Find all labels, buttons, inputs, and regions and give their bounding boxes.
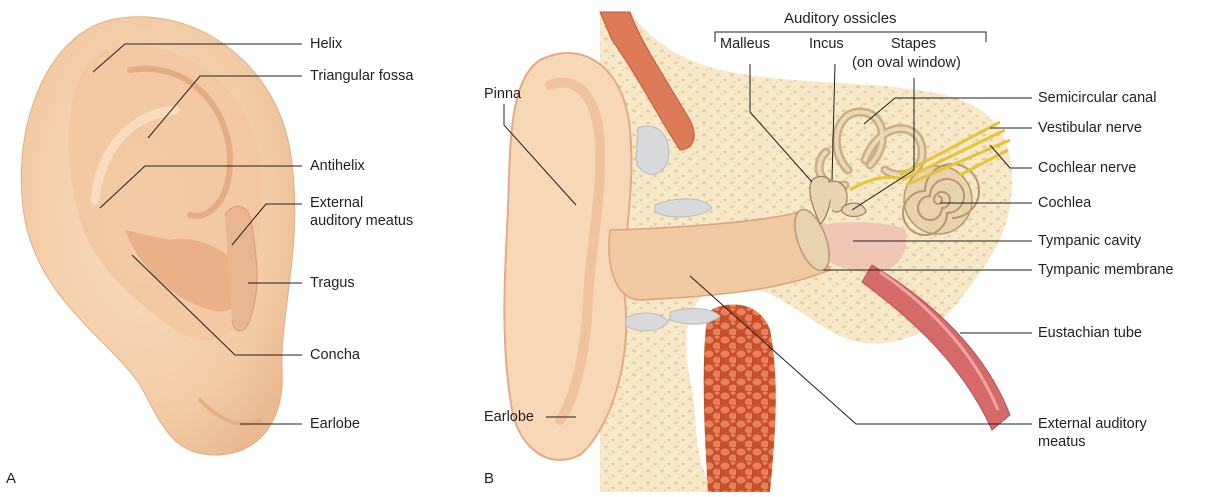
label-antihelix: Antihelix — [310, 158, 365, 175]
label-external-auditory-meatus-line1: External — [310, 195, 363, 212]
cross-section-illustration — [504, 12, 1012, 492]
label-triangular-fossa: Triangular fossa — [310, 68, 413, 85]
label-external-auditory-meatus-b-line2: meatus — [1038, 434, 1086, 451]
label-helix: Helix — [310, 36, 342, 53]
label-earlobe-b: Earlobe — [484, 409, 534, 426]
label-external-auditory-meatus-line2: auditory meatus — [310, 213, 413, 230]
label-tympanic-membrane: Tympanic membrane — [1038, 262, 1173, 279]
panel-letter-a: A — [6, 470, 16, 487]
label-semicircular-canal: Semicircular canal — [1038, 90, 1156, 107]
label-vestibular-nerve: Vestibular nerve — [1038, 120, 1142, 137]
label-tragus: Tragus — [310, 275, 355, 292]
label-cochlear-nerve: Cochlear nerve — [1038, 160, 1136, 177]
label-malleus: Malleus — [720, 36, 770, 53]
label-incus: Incus — [809, 36, 844, 53]
label-pinna: Pinna — [484, 86, 521, 103]
panel-letter-b: B — [484, 470, 494, 487]
label-eustachian-tube: Eustachian tube — [1038, 325, 1142, 342]
label-cochlea: Cochlea — [1038, 195, 1091, 212]
label-tympanic-cavity: Tympanic cavity — [1038, 233, 1141, 250]
label-stapes-line2: (on oval window) — [852, 55, 961, 72]
label-external-auditory-meatus-b-line1: External auditory — [1038, 416, 1147, 433]
label-stapes-line1: Stapes — [891, 36, 936, 53]
label-concha: Concha — [310, 347, 360, 364]
label-auditory-ossicles: Auditory ossicles — [784, 10, 897, 27]
label-earlobe-a: Earlobe — [310, 416, 360, 433]
outer-ear-illustration — [21, 17, 295, 455]
